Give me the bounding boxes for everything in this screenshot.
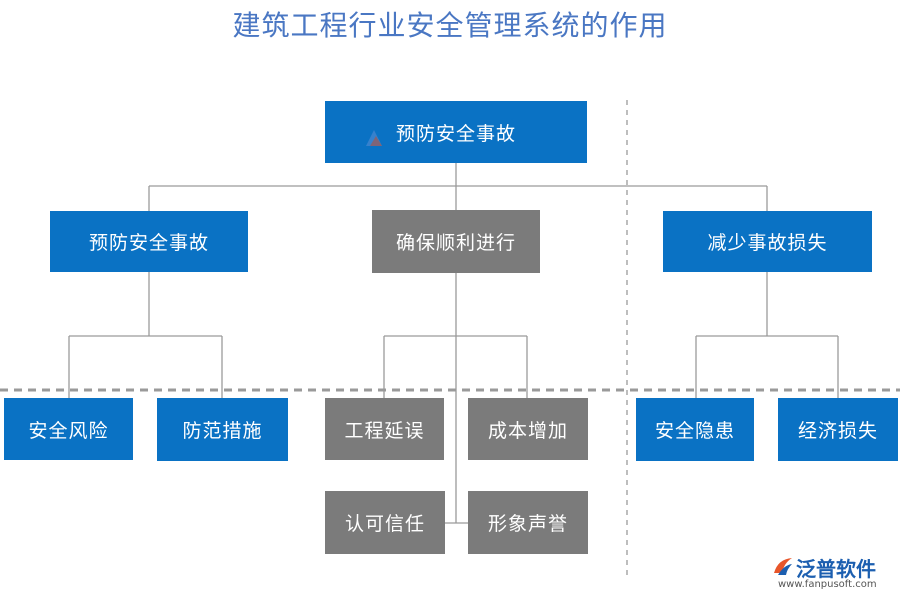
node-leaf-cost-increase: 成本增加 <box>468 398 588 460</box>
node-leaf-safety-hazard: 安全隐患 <box>636 398 754 461</box>
node-level2-prevent: 预防安全事故 <box>50 211 248 272</box>
node-leaf-project-delay: 工程延误 <box>325 398 444 460</box>
watermark-icon <box>366 130 382 146</box>
brand-logo: 泛普软件 www.fanpusoft.com <box>770 553 895 598</box>
node-leaf-image-reputation: 形象声誉 <box>468 491 588 554</box>
node-leaf-economic-loss: 经济损失 <box>778 398 898 461</box>
page-title: 建筑工程行业安全管理系统的作用 <box>232 9 668 42</box>
node-leaf-preventive-measures: 防范措施 <box>157 398 288 461</box>
node-leaf-recognition-trust: 认可信任 <box>325 491 445 554</box>
brand-url: www.fanpusoft.com <box>778 579 877 590</box>
node-level2-reduce: 减少事故损失 <box>663 211 872 272</box>
node-level2-ensure: 确保顺利进行 <box>372 210 540 273</box>
node-leaf-safety-risk: 安全风险 <box>4 398 133 460</box>
brand-name: 泛普软件 <box>796 557 876 581</box>
brand-logo-icon <box>774 558 792 575</box>
node-root: 预防安全事故 <box>325 101 587 163</box>
